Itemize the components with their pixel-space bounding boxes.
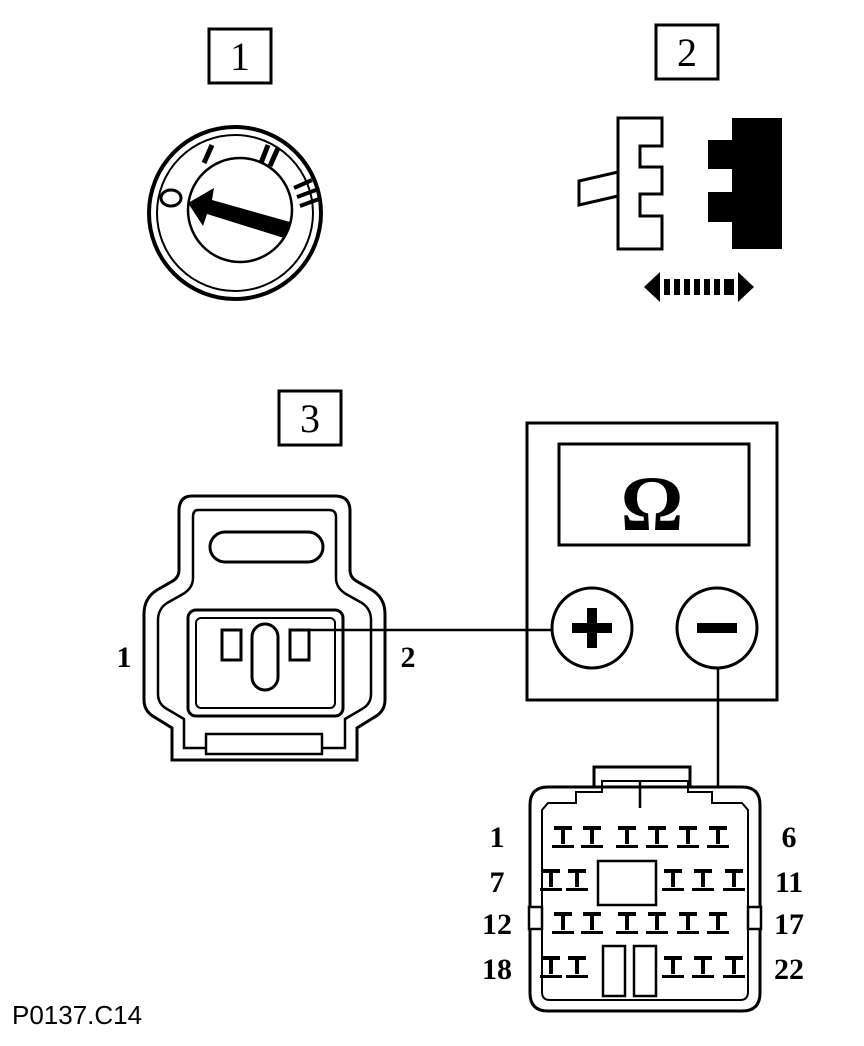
ecu-terminal-19 bbox=[566, 956, 588, 978]
ecu-terminal-16 bbox=[677, 912, 699, 934]
step-1-group: 1 bbox=[147, 27, 323, 301]
ecu-terminal-10 bbox=[692, 869, 714, 891]
ohmmeter: Ω bbox=[525, 421, 779, 702]
step-1-label: 1 bbox=[230, 34, 250, 79]
position-0-mark bbox=[159, 188, 183, 208]
connector-disconnect-icon bbox=[577, 116, 782, 302]
step-2-group: 2 bbox=[577, 23, 782, 302]
position-1-mark bbox=[201, 143, 215, 165]
ecu-row-4-right-label: 22 bbox=[774, 953, 804, 986]
ecu-terminal-1 bbox=[552, 826, 574, 848]
ohmmeter-display bbox=[557, 442, 751, 547]
ecu-row-2-left-label: 7 bbox=[490, 866, 505, 899]
sensor-pin-2-label: 2 bbox=[401, 641, 416, 674]
ecu-terminal-8 bbox=[566, 869, 588, 891]
ecu-terminal-5 bbox=[677, 826, 699, 848]
sensor-connector: 1 2 bbox=[117, 494, 416, 762]
ecu-terminal-3 bbox=[616, 826, 638, 848]
step-2-label: 2 bbox=[677, 30, 697, 75]
pin-1-terminal bbox=[220, 628, 243, 662]
ecu-terminal-21 bbox=[692, 956, 714, 978]
minus-terminal-icon bbox=[675, 586, 759, 670]
ecu-connector bbox=[527, 765, 763, 1013]
ignition-switch-icon bbox=[147, 125, 323, 301]
ecu-terminal-2 bbox=[581, 826, 603, 848]
step-3-box bbox=[277, 389, 343, 447]
step-3-group: 3 bbox=[277, 389, 343, 447]
ecu-terminal-4 bbox=[646, 826, 668, 848]
ecu-terminal-15 bbox=[646, 912, 668, 934]
ecu-terminal-22 bbox=[723, 956, 745, 978]
ecu-row-3-left-label: 12 bbox=[482, 908, 512, 941]
ecu-terminal-7 bbox=[540, 869, 562, 891]
ecu-terminal-17 bbox=[707, 912, 729, 934]
sensor-pin-1-label: 1 bbox=[117, 641, 132, 674]
double-arrow-icon bbox=[644, 272, 754, 302]
step-1-box bbox=[207, 27, 273, 85]
figure-caption: P0137.C14 bbox=[12, 1000, 142, 1030]
ecu-terminal-12 bbox=[552, 912, 574, 934]
step-2-box bbox=[654, 23, 720, 81]
ohm-symbol: Ω bbox=[621, 460, 683, 547]
ecu-row-4-left-label: 18 bbox=[482, 953, 512, 986]
ecu-row-1-left-label: 1 bbox=[490, 821, 505, 854]
ecu-row-1-right-label: 6 bbox=[782, 821, 797, 854]
ecu-terminal-18 bbox=[540, 956, 562, 978]
ecu-terminal-6 bbox=[707, 826, 729, 848]
plus-terminal-icon bbox=[550, 586, 634, 670]
ecu-terminal-14 bbox=[616, 912, 638, 934]
pin-2-terminal bbox=[288, 628, 311, 662]
ecu-terminal-11 bbox=[723, 869, 745, 891]
ecu-terminal-9 bbox=[662, 869, 684, 891]
step-3-label: 3 bbox=[300, 396, 320, 441]
position-2-mark bbox=[258, 144, 281, 168]
ecu-row-2-right-label: 11 bbox=[775, 866, 803, 899]
ecu-terminal-13 bbox=[581, 912, 603, 934]
ecu-row-3-right-label: 17 bbox=[774, 908, 804, 941]
ecu-terminal-20 bbox=[662, 956, 684, 978]
position-3-mark bbox=[293, 178, 320, 208]
